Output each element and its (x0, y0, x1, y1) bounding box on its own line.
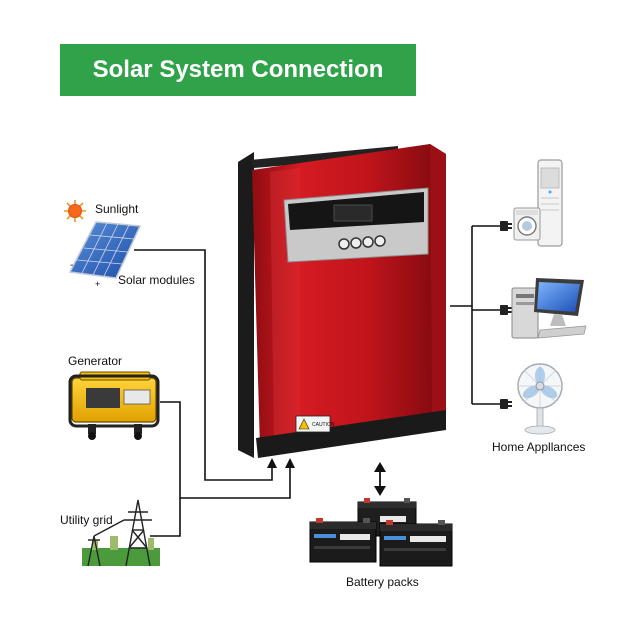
battery-unit (309, 518, 377, 563)
label-utility-grid: Utility grid (60, 513, 113, 527)
generator-arrow (285, 458, 295, 468)
page-title: Solar System Connection (92, 56, 384, 83)
sun-icon (64, 200, 86, 222)
computer-icon (511, 278, 587, 339)
plug-connectors (500, 221, 512, 409)
label-home-appliances: Home Appllances (492, 440, 586, 454)
title-banner: Solar System Connection (60, 44, 416, 96)
solar-panel-icon: - + (68, 221, 142, 289)
caution-sticker: CAUTION (295, 415, 335, 433)
generator-icon (68, 371, 160, 440)
battery-packs-icon (309, 498, 453, 567)
control-buttons (338, 235, 386, 250)
svg-text:CAUTION: CAUTION (312, 422, 335, 428)
washing-machine-icon (513, 207, 541, 241)
grid-wire (150, 498, 181, 537)
utility-tower-icon (82, 499, 160, 567)
label-sunlight: Sunlight (95, 202, 139, 216)
solar-wire (134, 249, 273, 481)
solar-arrow (267, 458, 277, 468)
battery-unit (379, 520, 453, 567)
electric-fan-icon (517, 363, 563, 435)
inverter: CAUTION (238, 144, 446, 458)
svg-text:+: + (95, 279, 100, 289)
label-battery-packs: Battery packs (346, 575, 419, 589)
battery-double-arrow (374, 462, 386, 496)
svg-text:-: - (70, 260, 73, 271)
wiring (134, 225, 500, 537)
label-solar-modules: Solar modules (118, 273, 195, 287)
label-generator: Generator (68, 354, 123, 368)
air-conditioner-icon (537, 159, 563, 247)
